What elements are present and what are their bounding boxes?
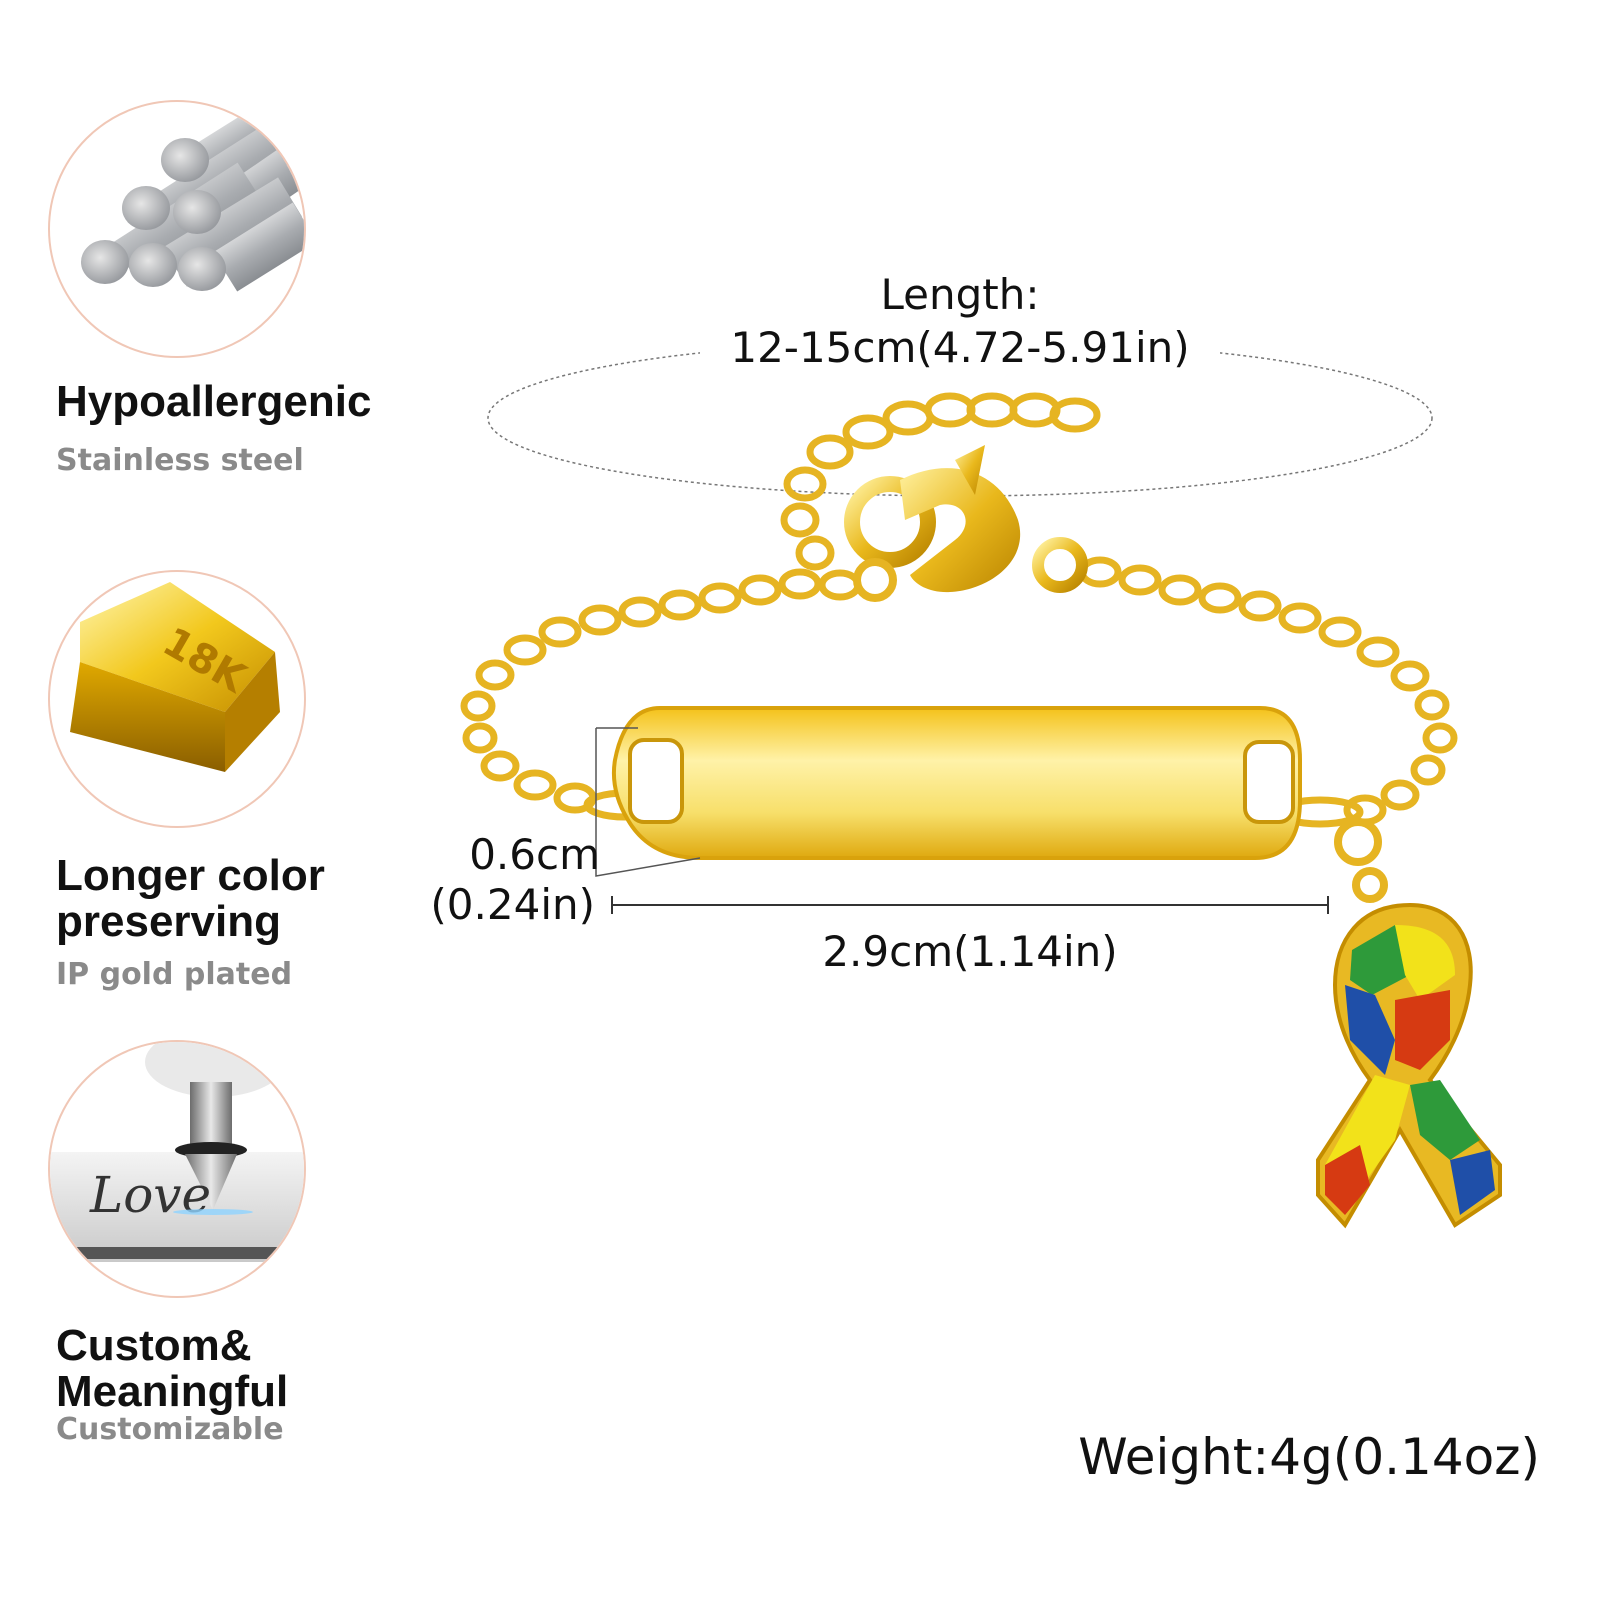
feature-subtitle-stainless-steel: Stainless steel — [56, 443, 304, 478]
id-bar-plate — [611, 706, 1302, 860]
feature-subtitle-customizable: Customizable — [56, 1412, 284, 1447]
length-value: 12-15cm(4.72-5.91in) — [730, 323, 1190, 372]
length-guide-ellipse — [487, 339, 1433, 497]
width-label: 2.9cm(1.14in) — [822, 927, 1118, 976]
chain-left — [460, 568, 862, 821]
feature-icon-engraving: Love — [48, 1040, 306, 1298]
height-in-label: (0.24in) — [430, 880, 595, 929]
feature-icon-gold: 18K — [48, 570, 306, 828]
height-cm-label: 0.6cm — [469, 830, 600, 879]
weight-label: Weight:4g(0.14oz) — [1078, 1428, 1540, 1486]
feature-title-longer-color: Longer color — [56, 851, 325, 900]
feature-subtitle-ip-gold: IP gold plated — [56, 957, 293, 992]
length-label: Length: — [880, 270, 1040, 319]
feature-title-meaningful: Meaningful — [56, 1367, 289, 1416]
gold-bar-icon: 18K — [70, 582, 280, 772]
feature-title-custom: Custom& — [56, 1321, 252, 1370]
height-indicator — [595, 728, 701, 877]
feature-title-preserving: preserving — [56, 897, 281, 946]
feature-title-hypoallergenic: Hypoallergenic — [56, 377, 372, 426]
puzzle-ribbon-charm — [1316, 818, 1502, 1229]
lobster-clasp — [844, 445, 1088, 602]
extension-chain — [780, 392, 1101, 571]
